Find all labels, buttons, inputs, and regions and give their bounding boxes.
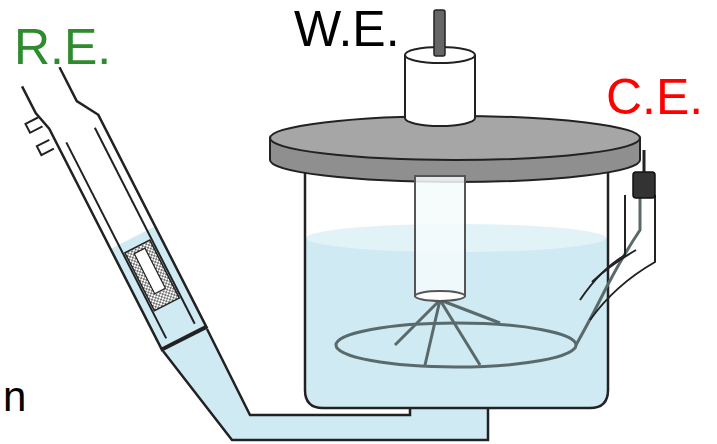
reference-label: R.E. (14, 22, 111, 72)
beaker-wall (305, 168, 608, 408)
working-label: W.E. (294, 4, 400, 54)
working-electrode-holder (405, 55, 475, 126)
edge-text: n (3, 376, 26, 418)
side-arm-outer (590, 195, 655, 320)
working-electrode-rod (434, 10, 445, 56)
counter-wire (643, 150, 646, 172)
reference-electrode (10, 61, 208, 360)
working-electrode-body (415, 176, 465, 296)
counter-label: C.E. (606, 72, 703, 122)
counter-ring (336, 323, 576, 367)
counter-lead (576, 190, 640, 345)
side-arm-inner (580, 195, 625, 300)
counter-connector (633, 172, 655, 198)
ring-supports (395, 300, 500, 365)
